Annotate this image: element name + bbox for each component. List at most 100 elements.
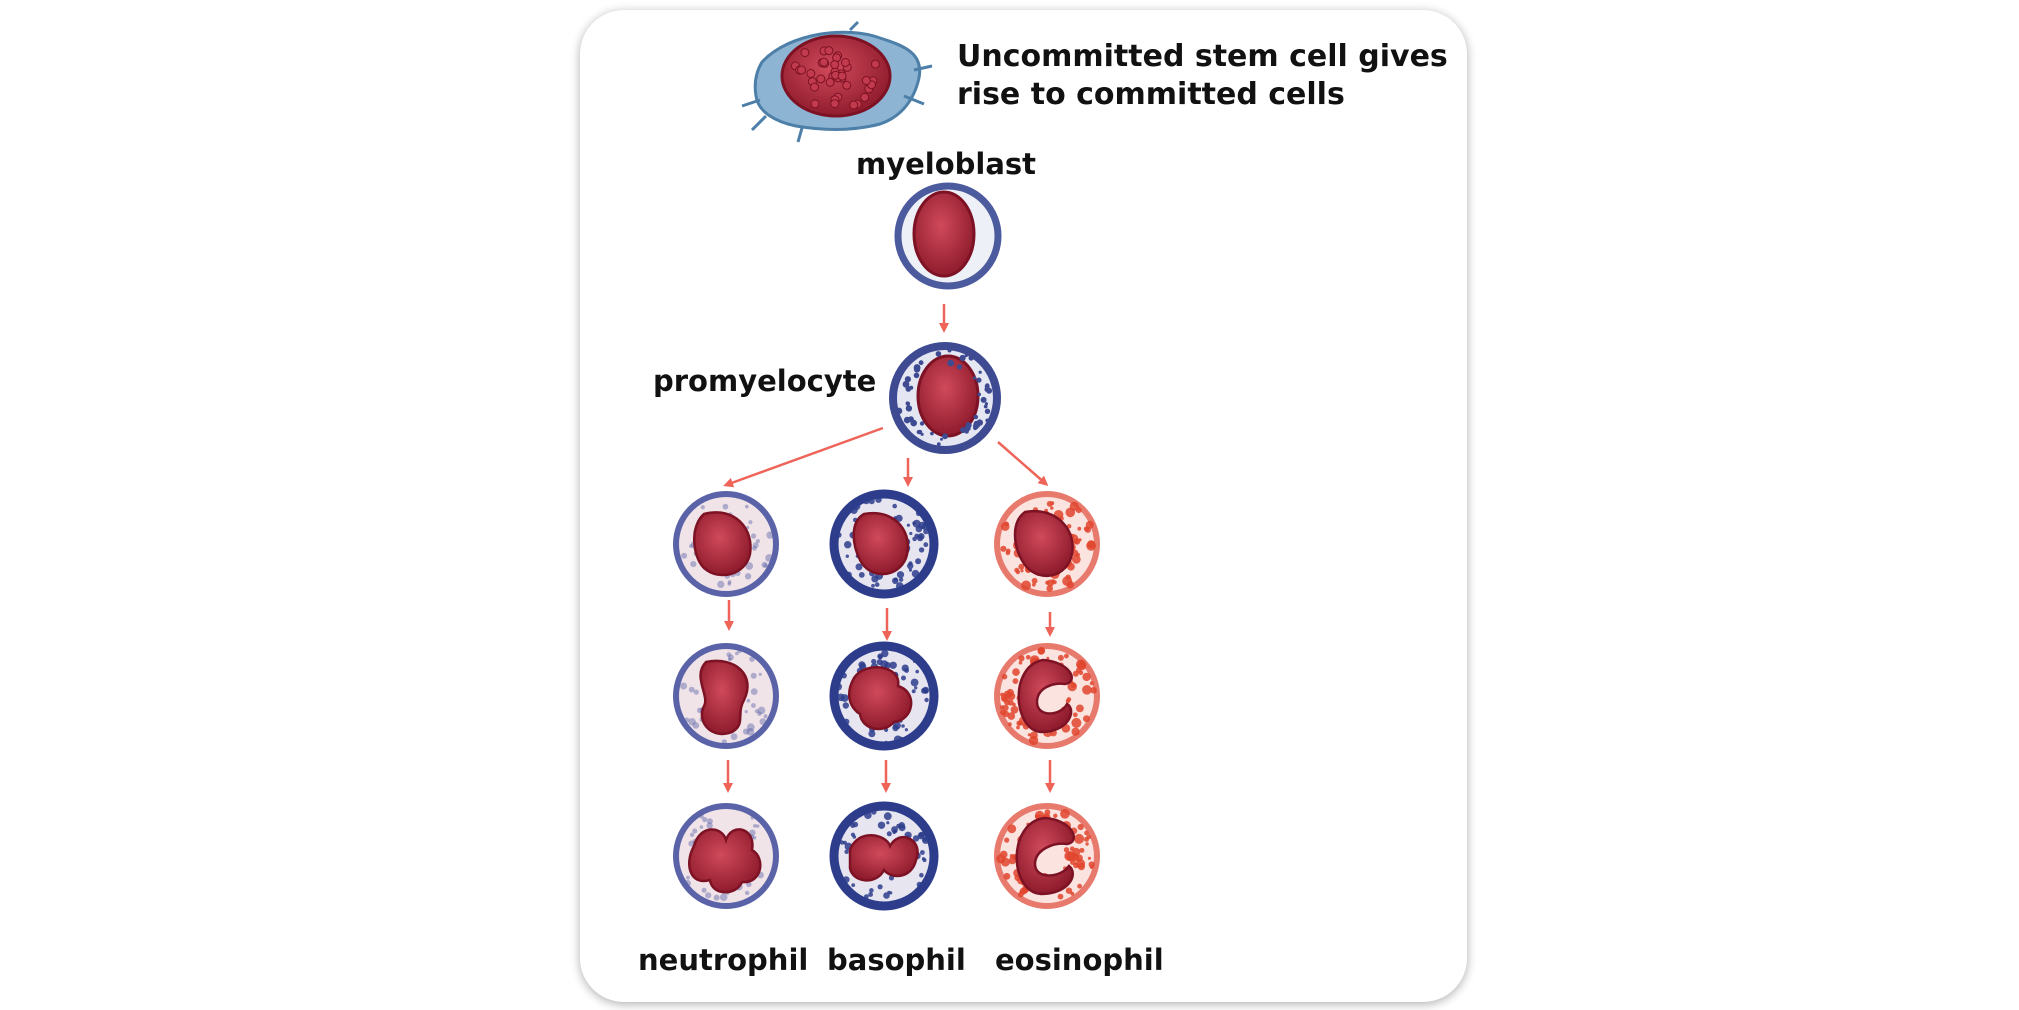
granule	[754, 709, 759, 714]
granule	[681, 552, 688, 559]
granule	[1030, 731, 1038, 740]
granule	[869, 888, 874, 893]
granule	[855, 563, 863, 571]
granule	[921, 857, 926, 861]
granule	[1053, 813, 1058, 818]
granule	[976, 419, 983, 426]
granule	[965, 422, 972, 429]
granule	[940, 437, 943, 441]
granule	[1077, 526, 1082, 531]
neutrophil-metamyelocyte-cell	[673, 643, 779, 749]
granule	[980, 396, 987, 403]
granule	[842, 876, 850, 883]
granule	[1000, 857, 1010, 867]
granule	[915, 510, 922, 517]
granule	[751, 533, 757, 539]
arrow-to-neutrophil	[723, 426, 884, 488]
granule	[901, 664, 909, 672]
granule	[1082, 672, 1091, 682]
granule	[985, 418, 990, 423]
granule	[877, 884, 883, 890]
neutrophil-myelocyte-cell	[673, 491, 779, 597]
granule	[1085, 520, 1094, 529]
granule	[904, 728, 908, 732]
granule	[975, 425, 979, 429]
granule	[744, 890, 750, 896]
granule	[688, 718, 696, 726]
granule	[1037, 646, 1046, 655]
granule	[753, 824, 757, 828]
granule	[908, 561, 913, 566]
granule	[898, 577, 904, 582]
granule	[1074, 833, 1085, 844]
granule	[918, 533, 925, 540]
granule	[684, 880, 691, 887]
granule	[858, 572, 865, 578]
granule	[1071, 727, 1080, 736]
chromatin-dot	[870, 59, 880, 69]
granule	[837, 693, 845, 702]
granule	[706, 822, 713, 829]
granule	[1017, 891, 1024, 898]
chromatin-dot	[816, 74, 826, 84]
granule	[1077, 883, 1082, 889]
granule	[984, 408, 991, 414]
granule	[895, 407, 903, 415]
granule	[1076, 659, 1086, 670]
granule	[1060, 809, 1070, 819]
granule	[919, 421, 925, 426]
eosinophil-mature-cell	[994, 803, 1100, 909]
granule	[984, 402, 989, 406]
granule	[699, 813, 704, 819]
granule	[922, 837, 927, 842]
granule	[913, 364, 921, 371]
eosinophil-metamyelocyte-cell	[994, 643, 1100, 749]
granule	[1000, 545, 1007, 552]
granule	[728, 654, 734, 661]
granule	[864, 894, 869, 899]
granule	[1089, 865, 1094, 869]
granule	[690, 561, 697, 568]
basophil-mature-cell	[829, 801, 939, 911]
granule	[757, 706, 766, 715]
granule	[898, 824, 906, 832]
granule	[1012, 702, 1016, 707]
granule	[959, 354, 966, 362]
header-title-line1: Uncommitted stem cell gives	[957, 39, 1448, 74]
granule	[906, 523, 910, 527]
granule	[842, 702, 849, 709]
granule	[1073, 862, 1079, 869]
granule	[1083, 715, 1090, 723]
nucleus-segmented	[848, 834, 919, 882]
granule	[893, 577, 898, 582]
granule	[924, 697, 929, 703]
granule	[836, 532, 842, 538]
granule	[1006, 688, 1014, 697]
granule	[1065, 887, 1073, 894]
stem-cell	[741, 20, 933, 143]
chromatin-dot	[842, 80, 852, 90]
granule	[693, 689, 699, 695]
granule	[904, 376, 912, 383]
lineage-cells	[673, 489, 1100, 911]
lineage-arrows	[723, 304, 1055, 793]
nucleus-band	[847, 666, 913, 731]
granule	[877, 821, 886, 829]
granule	[964, 353, 968, 358]
granule	[1050, 506, 1054, 510]
granule	[686, 875, 690, 880]
granule	[844, 541, 852, 549]
granule	[1018, 660, 1023, 665]
chromatin-dot	[825, 77, 835, 87]
granule	[845, 571, 852, 578]
granule	[1016, 725, 1020, 730]
granule	[851, 883, 856, 887]
neutrophil-mature-cell	[673, 803, 779, 909]
nucleus-early	[693, 511, 752, 577]
granule	[749, 656, 755, 662]
granule	[977, 392, 981, 397]
granule	[920, 850, 925, 855]
granule	[727, 657, 732, 662]
granule	[1046, 656, 1050, 660]
